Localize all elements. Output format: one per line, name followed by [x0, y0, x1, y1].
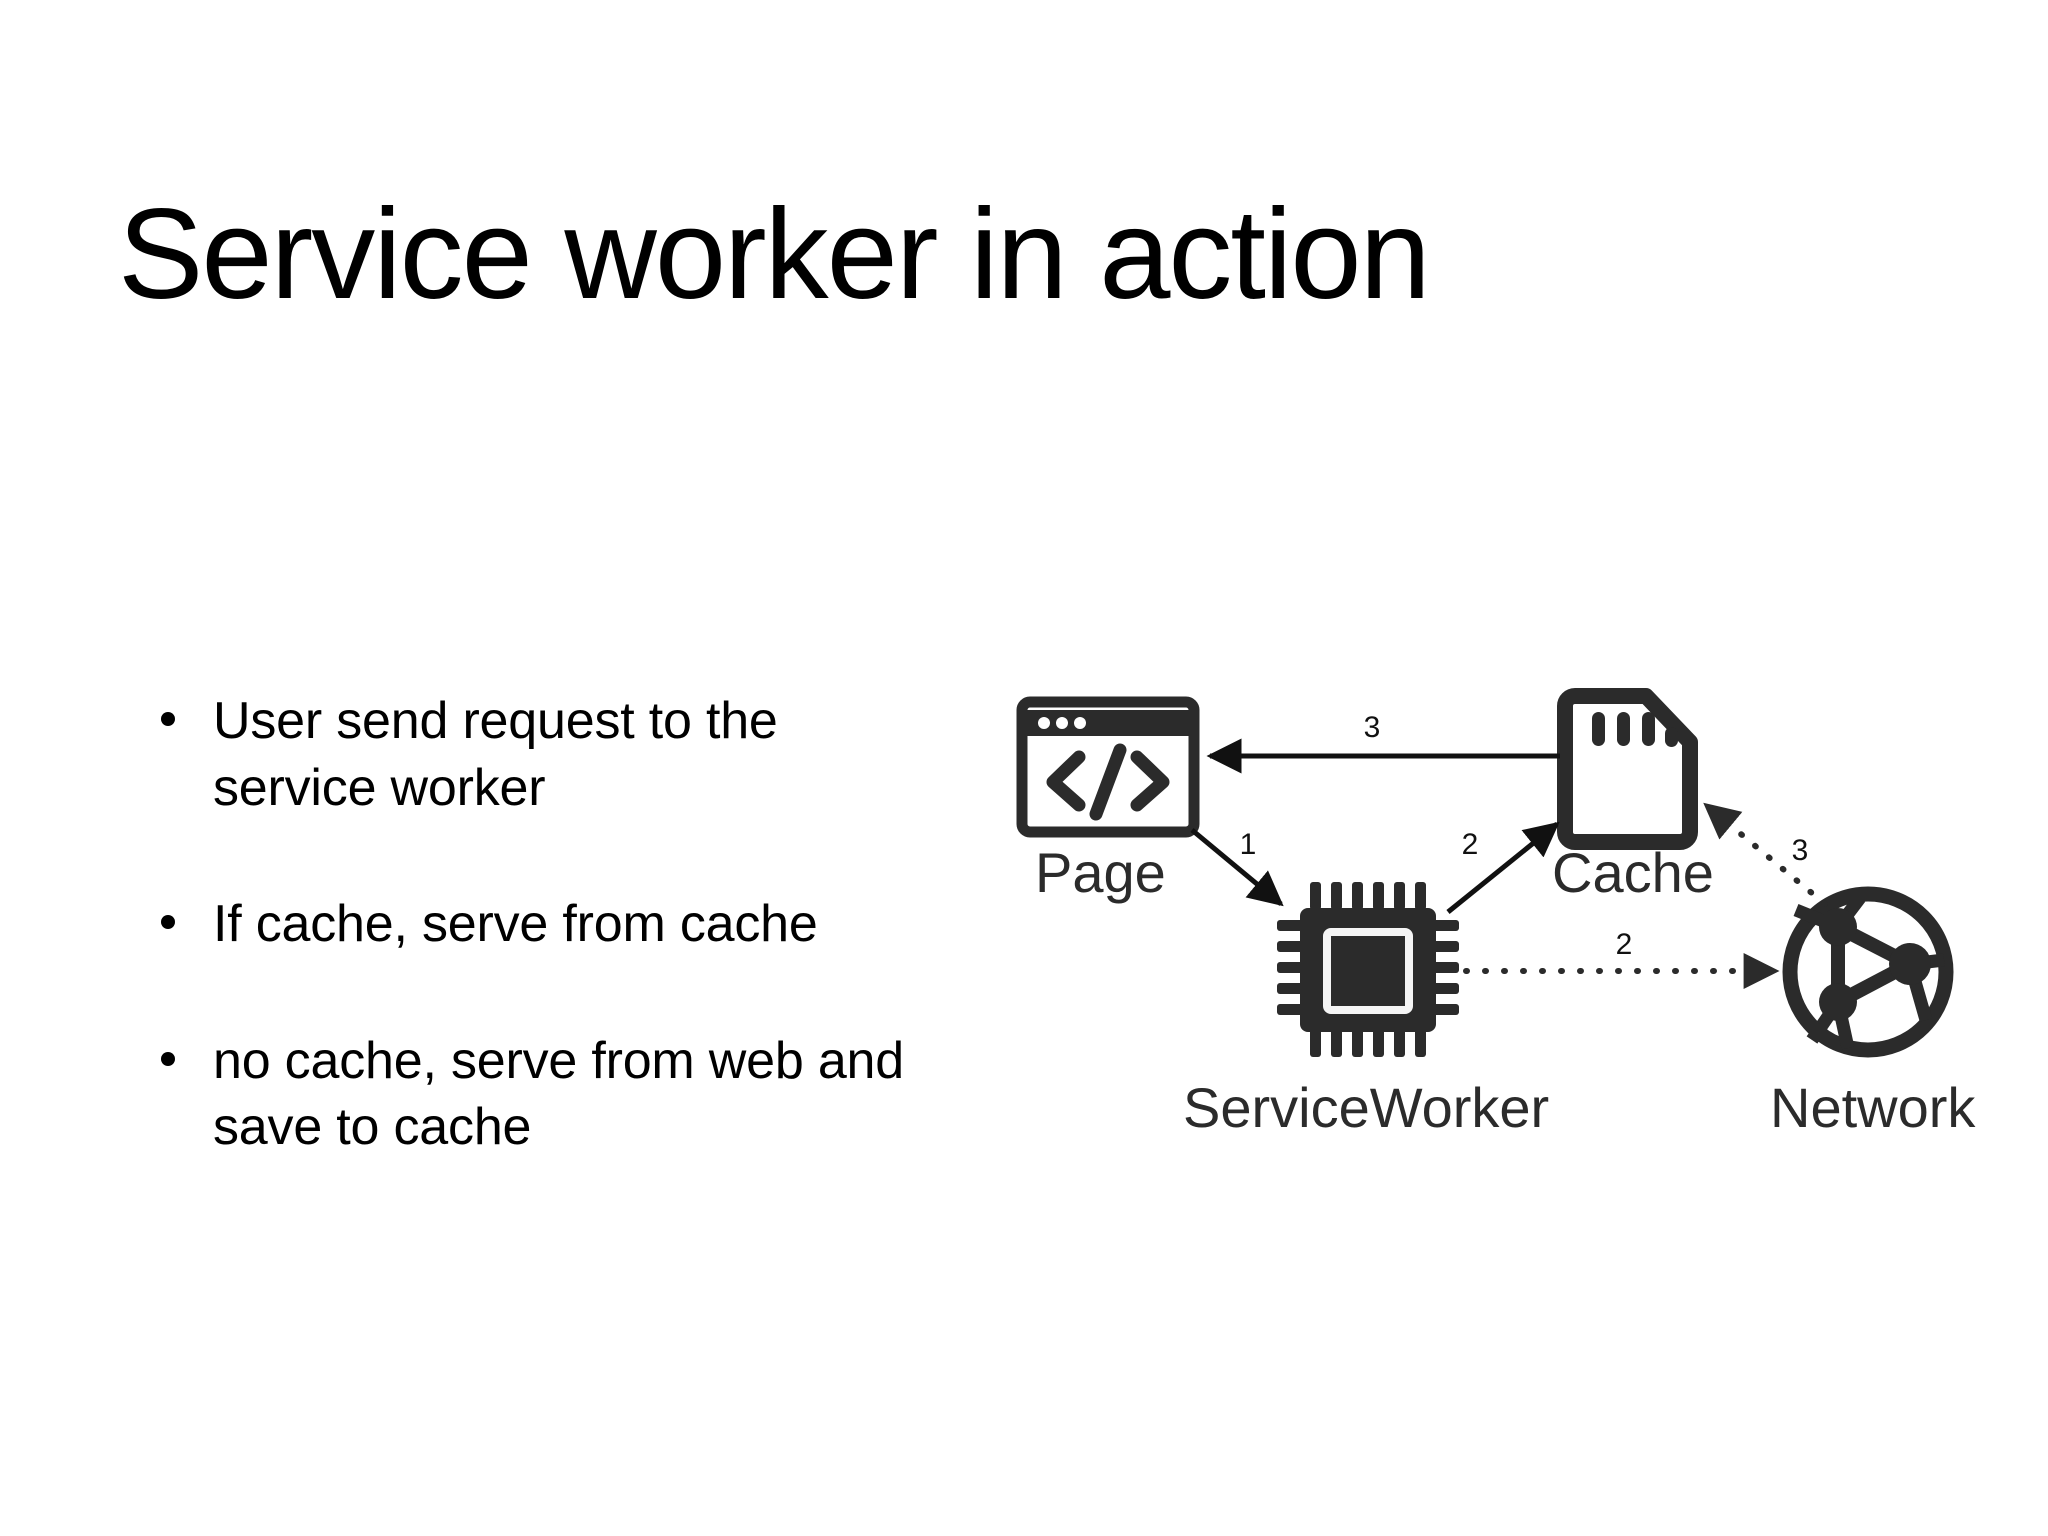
list-item-label: no cache, serve from web and save to cac… — [213, 1031, 904, 1157]
list-item: User send request to the service worker — [155, 688, 945, 821]
edge-number-network-to-cache: 3 — [1792, 834, 1809, 867]
edge-number-sw-to-cache: 2 — [1462, 828, 1479, 861]
node-page: Page — [1016, 696, 1200, 904]
list-item-label: If cache, serve from cache — [213, 895, 818, 954]
edge-network-to-cache: 3 — [1703, 802, 1828, 907]
node-cache: Cache — [1552, 688, 1714, 904]
node-network: Network — [1770, 886, 1976, 1139]
edge-number-page-to-sw: 1 — [1240, 828, 1257, 861]
node-label-serviceworker: ServiceWorker — [1183, 1076, 1549, 1139]
bullet-list: User send request to the service worker … — [155, 688, 945, 1161]
bullet-dot-icon — [161, 1051, 175, 1066]
edge-sw-to-cache: 2 — [1446, 821, 1560, 914]
globe-network-icon — [1782, 886, 1954, 1058]
edge-number-cache-to-page: 3 — [1364, 711, 1381, 744]
edge-page-to-sw: 1 — [1190, 828, 1284, 907]
list-item: no cache, serve from web and save to cac… — [155, 1028, 945, 1161]
sd-card-icon — [1557, 688, 1698, 850]
list-item: If cache, serve from cache — [155, 891, 945, 958]
node-serviceworker: ServiceWorker — [1183, 882, 1549, 1139]
cpu-chip-icon — [1277, 882, 1459, 1057]
edge-number-sw-to-network: 2 — [1616, 928, 1633, 961]
page-title: Service worker in action — [118, 182, 1431, 326]
node-label-cache: Cache — [1552, 841, 1714, 904]
bullet-dot-icon — [161, 712, 175, 726]
node-label-network: Network — [1770, 1076, 1976, 1139]
edge-sw-to-network: 2 — [1463, 928, 1780, 989]
browser-window-code-icon — [1016, 696, 1200, 838]
list-item-label: User send request to the service worker — [213, 692, 778, 817]
bullet-dot-icon — [161, 915, 175, 930]
service-worker-flow-diagram: Page Cache — [1000, 672, 2020, 1172]
node-label-page: Page — [1035, 841, 1166, 904]
edge-cache-to-page: 3 — [1206, 711, 1560, 774]
